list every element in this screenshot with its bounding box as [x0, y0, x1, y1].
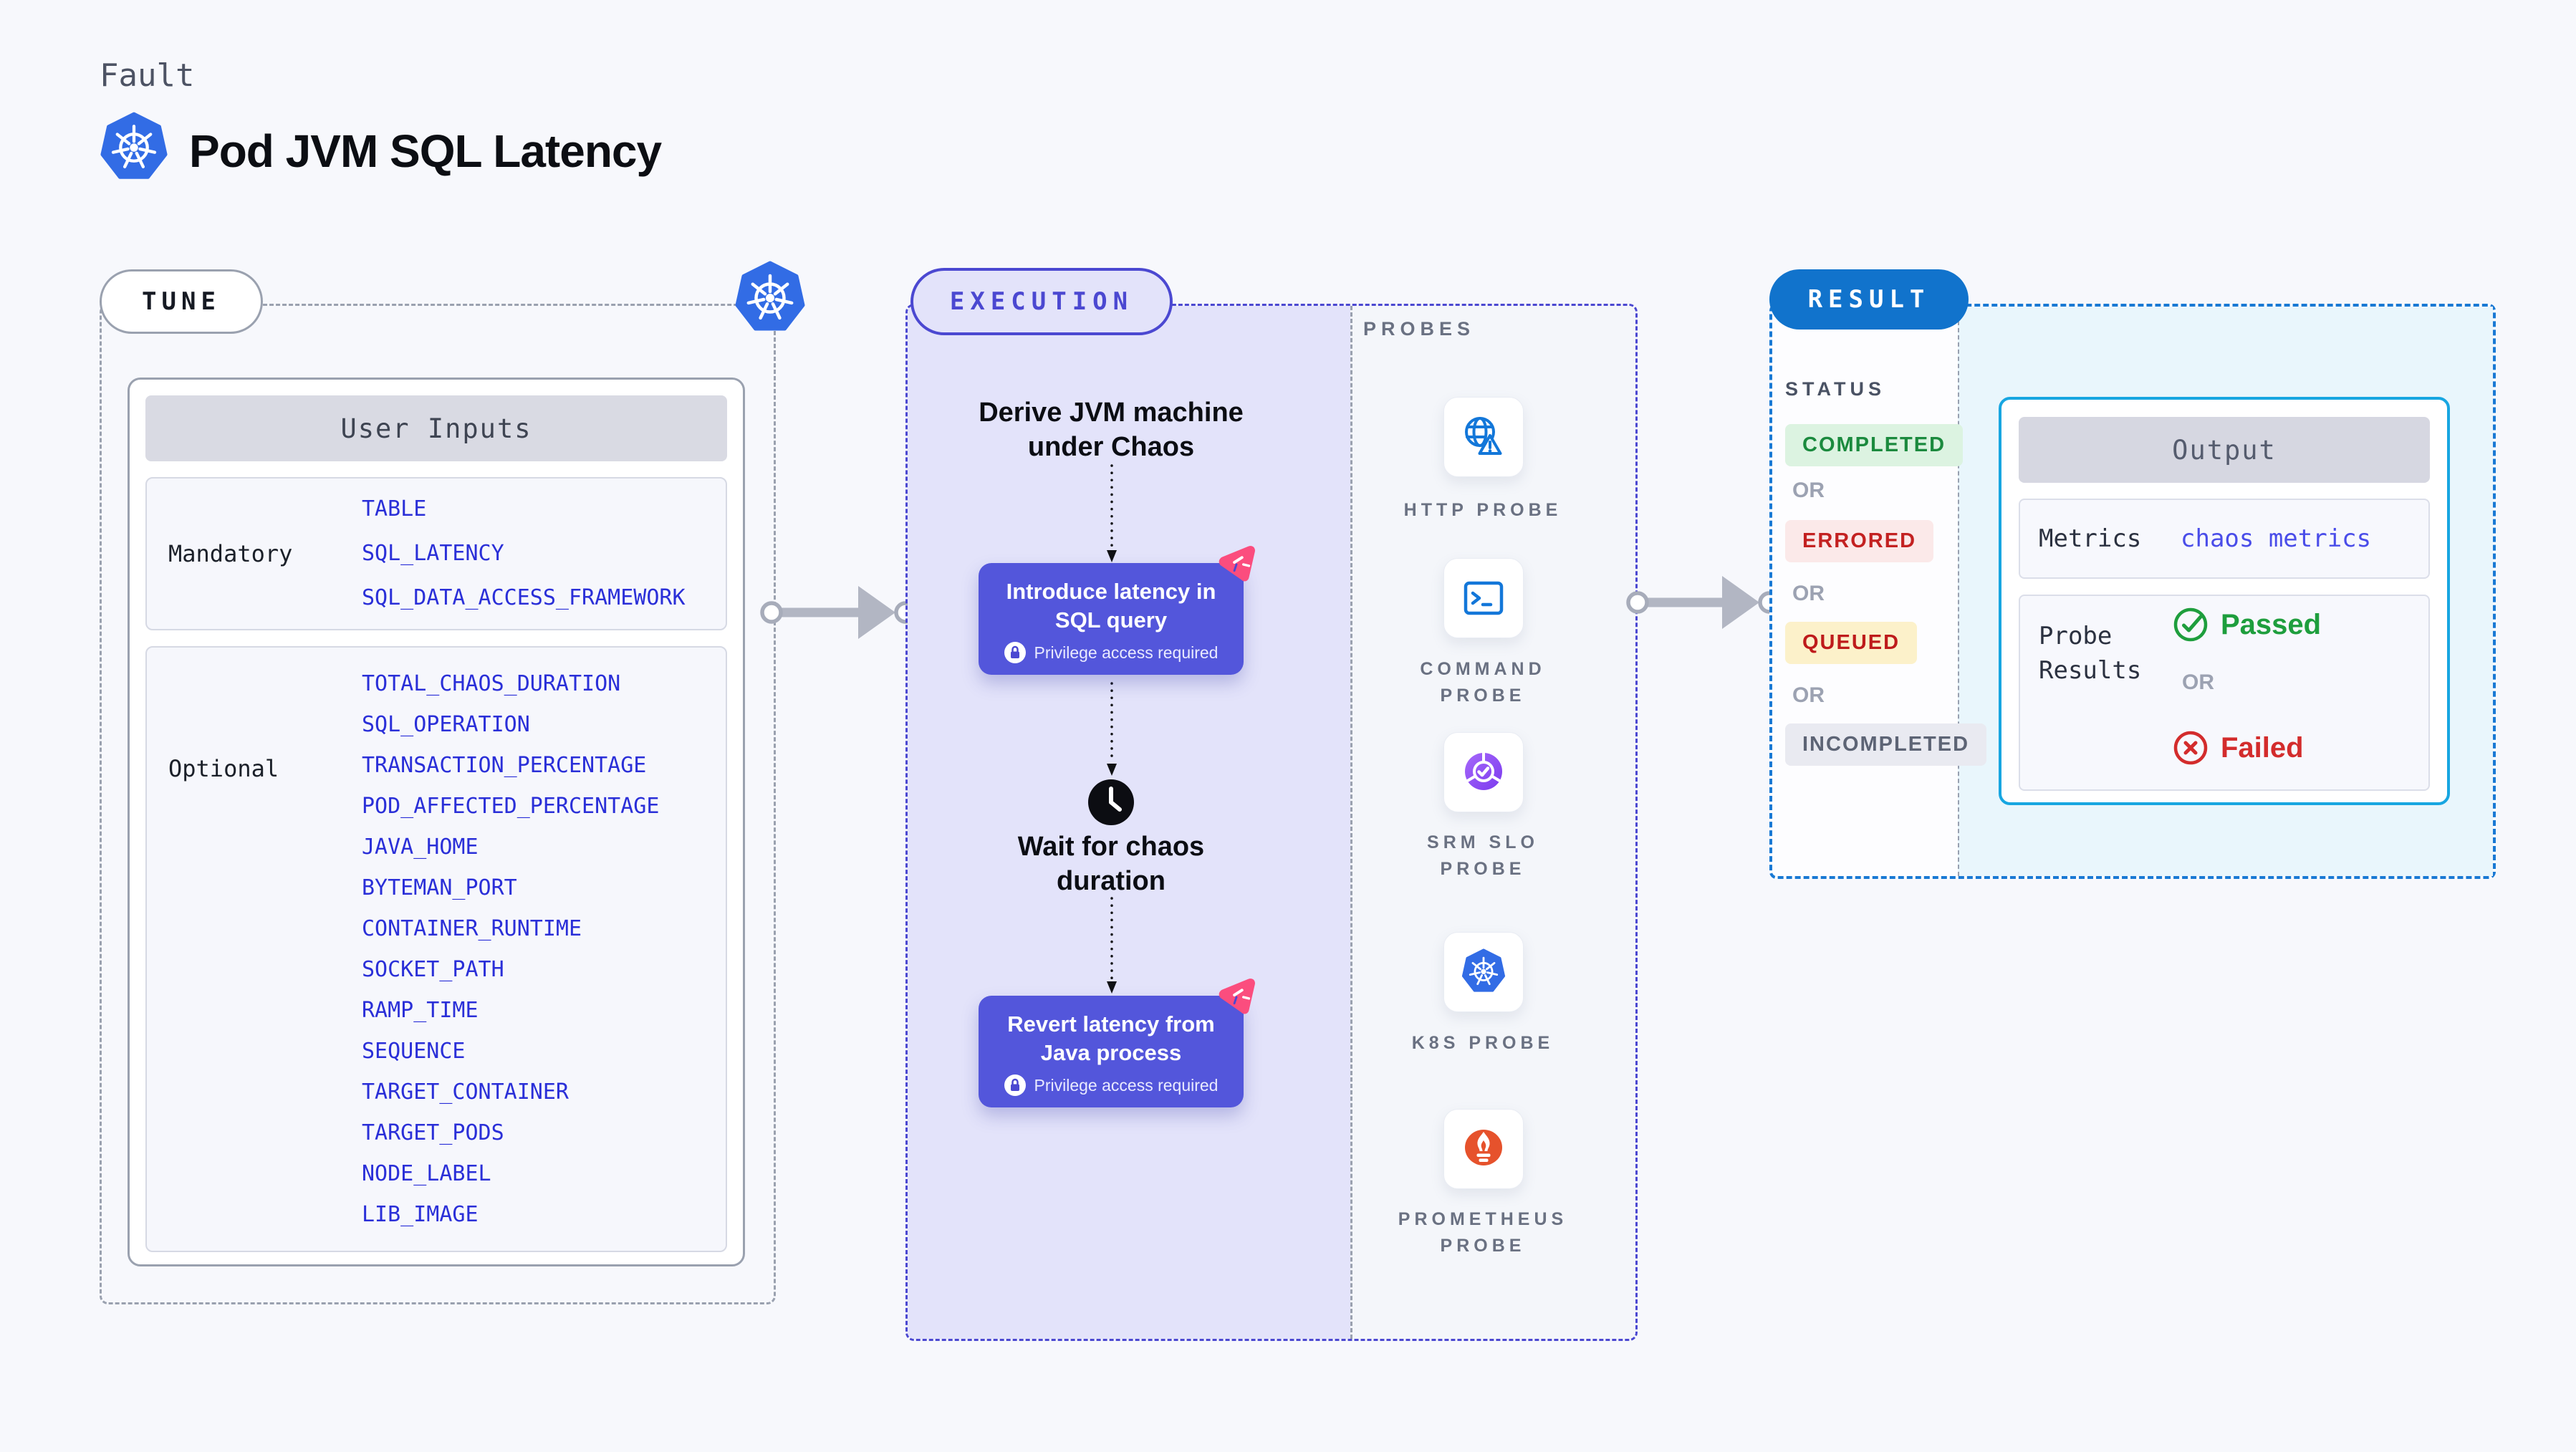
input-item: TARGET_PODS — [362, 1120, 504, 1145]
input-item: TARGET_CONTAINER — [362, 1080, 569, 1105]
probes-label: PROBES — [1363, 318, 1476, 340]
flow-step-derive: Derive JVM machine under Chaos — [979, 398, 1244, 462]
action-label: Revert latency from Java process — [1007, 1011, 1215, 1065]
input-item: TABLE — [362, 496, 427, 521]
probe-label: COMMAND PROBE — [1420, 659, 1546, 706]
status-badge-queued: QUEUED — [1785, 622, 1918, 664]
input-item-list: TABLE SQL_LATENCY SQL_DATA_ACCESS_FRAMEW… — [362, 479, 719, 629]
privilege-badge-label: Privilege access required — [1034, 643, 1219, 662]
tune-section — [100, 304, 776, 1304]
fault-eyebrow: Fault — [100, 57, 195, 94]
input-item: LIB_IMAGE — [362, 1202, 479, 1227]
check-circle-icon — [2173, 607, 2208, 642]
metrics-label: Metrics — [2039, 524, 2142, 553]
flow-step-wait: Wait for chaos duration — [1017, 832, 1205, 896]
output-card: Output Metrics chaos metrics Probe Resul… — [1999, 397, 2450, 805]
probe-item-http — [1443, 397, 1524, 477]
flow-arrow — [1107, 464, 1117, 562]
or-label: OR — [2182, 670, 2214, 694]
metrics-row: Metrics chaos metrics — [2019, 499, 2430, 579]
lock-icon — [1004, 642, 1026, 663]
input-item: NODE_LABEL — [362, 1161, 491, 1186]
status-badge-completed: COMPLETED — [1785, 424, 1964, 466]
tune-to-execution-arrow — [760, 586, 917, 639]
probe-item-command — [1443, 558, 1524, 638]
x-circle-icon — [2173, 731, 2208, 765]
passed-label: Passed — [2221, 608, 2322, 640]
input-item: RAMP_TIME — [362, 998, 479, 1023]
privilege-badge: Privilege access required — [979, 1074, 1244, 1096]
lock-icon — [1004, 1074, 1026, 1096]
passed-indicator: Passed — [2172, 606, 2321, 643]
flow-arrow — [1107, 897, 1117, 994]
tune-pill: TUNE — [100, 269, 263, 334]
prometheus-probe-icon — [1465, 1130, 1502, 1165]
probe-results-label: Probe Results — [2039, 622, 2142, 685]
probe-label: K8S PROBE — [1411, 1033, 1554, 1053]
input-item: SQL_LATENCY — [362, 541, 504, 566]
action-label: Introduce latency in SQL query — [1006, 579, 1216, 633]
input-group-optional: Optional TOTAL_CHAOS_DURATION SQL_OPERAT… — [145, 646, 727, 1252]
kubernetes-icon — [734, 261, 806, 337]
execution-to-result-arrow — [1626, 576, 1781, 629]
http-probe-icon — [1465, 417, 1502, 455]
clock-icon — [1087, 779, 1135, 826]
action-box-introduce-latency: Introduce latency in SQL query Privilege… — [979, 563, 1244, 675]
privilege-badge-label: Privilege access required — [1034, 1075, 1219, 1095]
kubernetes-icon — [100, 112, 168, 185]
harness-chaos-icon — [1215, 974, 1259, 1019]
metrics-value: chaos metrics — [2181, 524, 2372, 553]
input-group-label: Optional — [168, 755, 279, 782]
input-item: POD_AFFECTED_PERCENTAGE — [362, 794, 660, 819]
failed-indicator: Failed — [2172, 729, 2304, 766]
probe-item-prometheus — [1443, 1109, 1524, 1189]
flow-arrow — [1107, 682, 1117, 776]
input-group-mandatory: Mandatory TABLE SQL_LATENCY SQL_DATA_ACC… — [145, 477, 727, 630]
input-group-label: Mandatory — [168, 540, 293, 567]
input-item: CONTAINER_RUNTIME — [362, 916, 582, 941]
or-label: OR — [1792, 683, 1825, 707]
output-header: Output — [2019, 417, 2430, 483]
probe-item-srm-slo — [1443, 732, 1524, 812]
status-label: STATUS — [1785, 378, 1885, 400]
result-pill: RESULT — [1769, 269, 1969, 330]
input-item: SQL_OPERATION — [362, 712, 530, 737]
failed-label: Failed — [2221, 731, 2304, 764]
status-badge-incompleted: INCOMPLETED — [1785, 723, 1987, 766]
probe-label: HTTP PROBE — [1403, 500, 1562, 520]
input-item: SEQUENCE — [362, 1039, 466, 1064]
input-item: TRANSACTION_PERCENTAGE — [362, 753, 647, 778]
input-item: BYTEMAN_PORT — [362, 875, 517, 900]
or-label: OR — [1792, 479, 1825, 502]
probe-label: SRM SLO PROBE — [1427, 832, 1539, 879]
page-title: Pod JVM SQL Latency — [189, 125, 662, 177]
user-inputs-header: User Inputs — [145, 395, 727, 461]
command-probe-icon — [1464, 581, 1504, 615]
input-item: JAVA_HOME — [362, 835, 479, 860]
action-box-revert-latency: Revert latency from Java process Privile… — [979, 996, 1244, 1107]
user-inputs-card: User Inputs Mandatory TABLE SQL_LATENCY … — [128, 378, 745, 1266]
privilege-badge: Privilege access required — [979, 642, 1244, 663]
or-label: OR — [1792, 582, 1825, 605]
input-item: TOTAL_CHAOS_DURATION — [362, 671, 621, 696]
probe-results-row: Probe Results Passed OR Failed — [2019, 595, 2430, 791]
srm-slo-probe-icon — [1465, 751, 1502, 790]
input-item: SQL_DATA_ACCESS_FRAMEWORK — [362, 585, 686, 610]
input-item: SOCKET_PATH — [362, 957, 504, 982]
harness-chaos-icon — [1215, 542, 1259, 586]
execution-pill: EXECUTION — [910, 268, 1173, 335]
input-item-list: TOTAL_CHAOS_DURATION SQL_OPERATION TRANS… — [362, 648, 719, 1251]
probe-label: PROMETHEUS PROBE — [1398, 1209, 1568, 1256]
probe-item-k8s — [1443, 932, 1524, 1012]
execution-flow-panel — [908, 306, 1350, 1339]
status-badge-errored: ERRORED — [1785, 520, 1934, 562]
kubernetes-icon — [1461, 948, 1506, 992]
